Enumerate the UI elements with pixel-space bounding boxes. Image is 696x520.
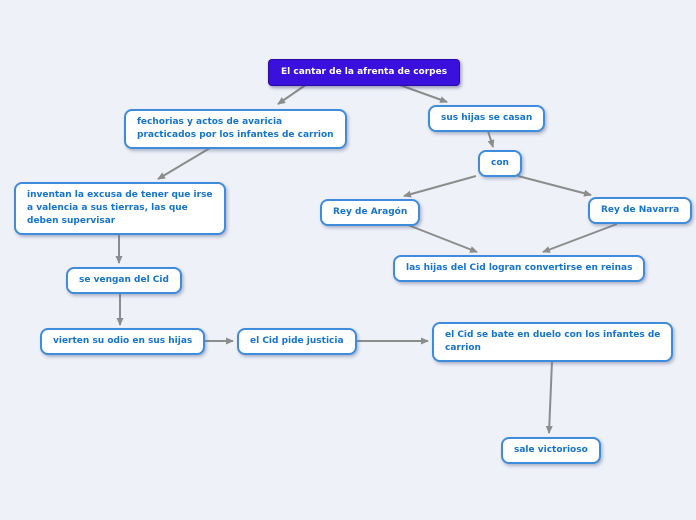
node-rey-aragon-label: Rey de Aragón: [333, 207, 408, 217]
node-con[interactable]: con: [478, 150, 522, 177]
connector-root-sus-hijas: [396, 83, 448, 103]
node-duelo-line1: el Cid se bate en duelo con los infantes…: [445, 330, 661, 340]
node-fechorias-line1: fechorias y actos de avaricia: [137, 117, 283, 127]
connector-root-fechorias: [277, 83, 308, 105]
node-sus-hijas-label: sus hijas se casan: [441, 113, 533, 123]
node-vierten[interactable]: vierten su odio en sus hijas: [40, 328, 206, 355]
node-rey-aragon[interactable]: Rey de Aragón: [320, 199, 421, 226]
node-victorioso-label: sale victorioso: [514, 445, 588, 455]
node-se-vengan[interactable]: se vengan del Cid: [66, 267, 182, 294]
node-vierten-label: vierten su odio en sus hijas: [53, 336, 193, 346]
node-reinas[interactable]: las hijas del Cid logran convertirse en …: [393, 255, 646, 282]
node-sus-hijas[interactable]: sus hijas se casan: [428, 105, 546, 132]
node-duelo[interactable]: el Cid se bate en duelo con los infantes…: [432, 322, 674, 362]
node-fechorias-line2: practicados por los infantes de carrion: [137, 130, 334, 140]
connector-con-rey-navarra: [517, 175, 592, 197]
node-inventan-line1: inventan la excusa de tener que irse: [27, 190, 213, 200]
node-victorioso[interactable]: sale victorioso: [501, 437, 601, 464]
node-rey-navarra[interactable]: Rey de Navarra: [588, 197, 693, 224]
node-rey-navarra-label: Rey de Navarra: [601, 205, 680, 215]
connector-rey-navarra-reinas: [542, 223, 618, 253]
node-root-label: El cantar de la afrenta de corpes: [281, 67, 448, 77]
node-con-label: con: [491, 158, 509, 168]
connector-con-rey-aragon: [403, 175, 477, 198]
node-reinas-label: las hijas del Cid logran convertirse en …: [406, 263, 633, 273]
node-fechorias[interactable]: fechorias y actos de avaricia practicado…: [124, 109, 347, 149]
node-se-vengan-label: se vengan del Cid: [79, 275, 169, 285]
node-inventan[interactable]: inventan la excusa de tener que irse a v…: [14, 182, 226, 235]
connector-fechorias-inventan: [157, 147, 211, 180]
node-duelo-line2: carrion: [445, 343, 481, 353]
connector-duelo-victorioso: [545, 360, 553, 434]
node-pide-justicia-label: el Cid pide justicia: [250, 336, 344, 346]
connector-sus-hijas-con: [487, 130, 495, 148]
node-pide-justicia[interactable]: el Cid pide justicia: [237, 328, 357, 355]
node-inventan-line2: a valencia a sus tierras, las que: [27, 203, 188, 213]
connector-rey-aragon-reinas: [407, 224, 478, 253]
node-inventan-line3: deben supervisar: [27, 216, 116, 226]
node-root[interactable]: El cantar de la afrenta de corpes: [268, 59, 461, 86]
